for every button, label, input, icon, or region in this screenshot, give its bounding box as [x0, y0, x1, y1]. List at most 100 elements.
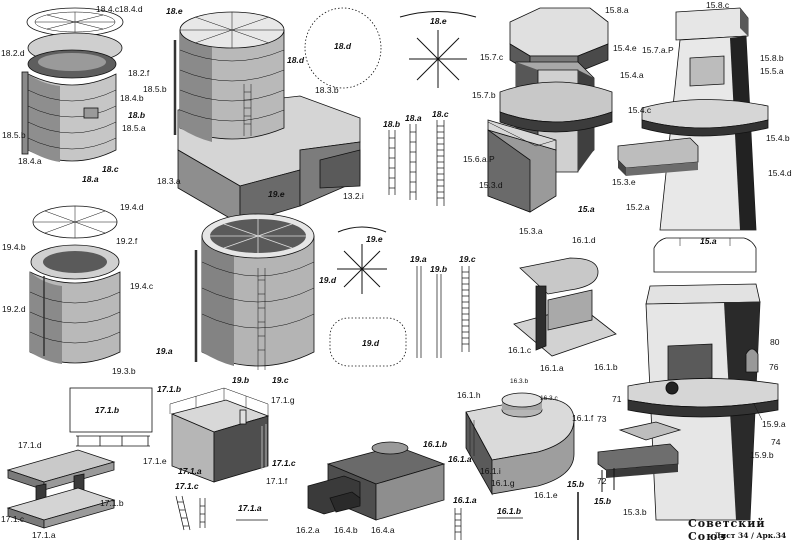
label-19-c: 19.c	[272, 375, 289, 385]
label-16-1g: 16.1.g	[491, 478, 515, 488]
label-17-1b-iso: 17.1.b	[157, 384, 181, 394]
label-19-a-ladder: 19.a	[410, 254, 427, 264]
label-15-4e: 15.4.e	[613, 43, 637, 53]
label-15-4d: 15.4.d	[768, 168, 792, 178]
part-16-4a-side	[375, 463, 445, 521]
assembly-15-upper-tower: 15.8.a 15.7.c 15.4.e 15.4.a 15.7.b 15.6.…	[463, 5, 644, 236]
ladder-16-1a	[454, 508, 462, 540]
label-16-1i: 16.1.i	[480, 466, 501, 476]
label-15-7c: 15.7.c	[480, 52, 504, 62]
label-19-b: 19.b	[232, 375, 249, 385]
ladder-19-a	[416, 266, 422, 358]
label-18-c-ladder: 18.c	[432, 109, 449, 119]
flat-parts-19: 19.e 19.d 19.a 19.b 19.c	[329, 226, 476, 367]
label-18-b: 18.b	[128, 110, 145, 120]
label-17-1e: 17.1.e	[143, 456, 167, 466]
label-76: 76	[769, 362, 779, 372]
label-73: 73	[597, 414, 607, 424]
label-18-3a: 18.3.a	[157, 176, 181, 186]
label-17-1a: 17.1.a	[32, 530, 56, 540]
flat-parts-17: 17.1.b	[69, 387, 153, 447]
label-16-1h: 16.1.h	[457, 390, 481, 400]
label-16-1b-3: 16.1.b	[497, 506, 521, 516]
part-15-8c-cap	[675, 7, 749, 41]
ladder-18-b	[388, 130, 396, 195]
assembly-18-exploded: 18.4.c 18.4.d 18.2.d 18.2.f 18.4.b 18.b …	[1, 4, 150, 184]
label-19-4b: 19.4.b	[2, 242, 26, 252]
label-17-1c: 17.1.c	[1, 514, 25, 524]
label-15-9a: 15.9.a	[762, 419, 786, 429]
label-16-4a: 16.4.a	[371, 525, 395, 535]
assembly-15-lower-tower: 80 76 71 73 15.9.a 74 15.9.b 72 15.b 15.…	[594, 283, 786, 521]
label-18-4a: 18.4.a	[18, 156, 42, 166]
label-16-1c: 16.1.c	[508, 345, 532, 355]
part-18-d-ring-flat	[304, 7, 382, 89]
label-18-4d: 18.4.d	[119, 4, 143, 14]
label-72: 72	[597, 476, 607, 486]
label-17-1c-iso: 17.1.c	[272, 458, 296, 468]
label-13-2i: 13.2.i	[343, 191, 364, 201]
label-17-1f: 17.1.f	[266, 476, 288, 486]
label-18-e-star: 18.e	[430, 16, 447, 26]
label-19-b-ladder: 19.b	[430, 264, 447, 274]
part-80-vent	[745, 348, 759, 373]
label-16-1e: 16.1.e	[534, 490, 558, 500]
label-19-e: 19.e	[268, 189, 285, 199]
assembly-18-tank-on-base: 18.e 18.d 18.5.b 18.3.b 18.3.a 13.2.i	[143, 6, 364, 225]
assembly-16-1-exploded: 16.1.d 16.1.c 16.1.a 16.1.b	[508, 235, 618, 373]
label-19-2d: 19.2.d	[2, 304, 26, 314]
label-16-4b: 16.4.b	[334, 525, 358, 535]
label-18-c: 18.c	[102, 164, 119, 174]
label-15-4c: 15.4.c	[628, 105, 652, 115]
label-15-4b: 15.4.b	[766, 133, 790, 143]
label-18-5a: 18.5.a	[122, 123, 146, 133]
label-16-3b: 16.3.b	[510, 378, 528, 385]
label-15-4a: 15.4.a	[620, 70, 644, 80]
label-17-1a-iso: 17.1.a	[178, 466, 202, 476]
assembly-17-1-frame: 17.1.d 17.1.c 17.1.b 17.1.a	[1, 440, 124, 540]
part-15-8a-top	[509, 7, 609, 57]
part-19-e-star	[337, 244, 387, 294]
label-15-7b: 15.7.b	[472, 90, 496, 100]
label-15-9b: 15.9.b	[750, 450, 774, 460]
assembly-19-tank: 19.e 19.d 19.a 19.b 19.c	[156, 189, 337, 385]
label-16-1a: 16.1.a	[540, 363, 564, 373]
part-15-a-outline: 15.a	[653, 236, 757, 273]
label-18-d: 18.d	[287, 55, 305, 65]
part-16-4b-box	[329, 491, 361, 513]
ladder-18-a	[409, 124, 417, 200]
label-19-e-star: 19.e	[366, 234, 383, 244]
label-16-1d: 16.1.d	[572, 235, 596, 245]
ladder-17-1c	[175, 495, 191, 531]
ladder-17-1c-b	[199, 498, 206, 528]
label-15-a: 15.a	[578, 204, 595, 214]
label-16-1a-2: 16.1.a	[448, 454, 472, 464]
part-15-7aP-box	[689, 55, 725, 87]
label-15-a-outline: 15.a	[700, 236, 717, 246]
label-71: 71	[612, 394, 622, 404]
label-15-8b: 15.8.b	[760, 53, 784, 63]
label-19-4c: 19.4.c	[130, 281, 154, 291]
label-16-1b: 16.1.b	[594, 362, 618, 372]
label-16-1b-2: 16.1.b	[423, 439, 447, 449]
label-15-3b: 15.3.b	[623, 507, 647, 517]
label-17-1b-rail: 17.1.b	[95, 405, 119, 415]
label-15-b: 15.b	[567, 479, 584, 489]
label-18-d-ring: 18.d	[334, 41, 352, 51]
label-18-4b: 18.4.b	[120, 93, 144, 103]
label-18-a-ladder: 18.a	[405, 113, 422, 123]
label-16-1f: 16.1.f	[572, 413, 594, 423]
label-19-d: 19.d	[319, 275, 337, 285]
part-19-d-ring-flat	[329, 317, 407, 367]
part-16-1b-wall	[547, 289, 593, 331]
part-18-5a-hatch	[83, 107, 99, 119]
part-17-railing-strip	[76, 435, 150, 447]
part-18-e-star	[409, 30, 467, 88]
sheet-title-block: Советский Союз Лист 34 / Арк.34	[688, 517, 798, 543]
label-15-5a: 15.5.a	[760, 66, 784, 76]
label-17-1g: 17.1.g	[271, 395, 295, 405]
label-19-4d: 19.4.d	[120, 202, 144, 212]
label-17-1a-ladder-label: 17.1.a	[238, 503, 262, 513]
ladder-19-c	[461, 266, 470, 352]
